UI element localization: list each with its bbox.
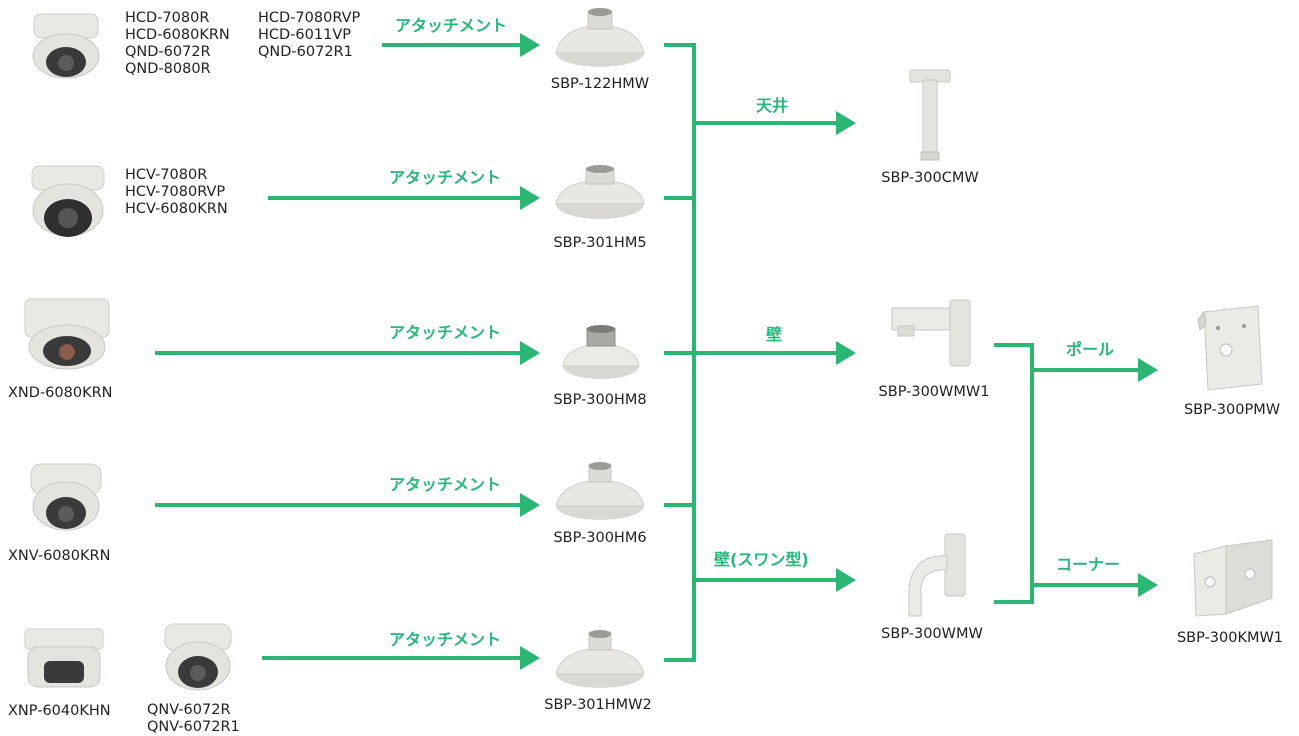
dome-camera-5a-image xyxy=(24,628,104,688)
attach-label-1: アタッチメント xyxy=(395,16,508,35)
camera-2-models: HCV-7080R HCV-7080RVP HCV-6080KRN xyxy=(125,167,228,217)
swan-label: 壁(スワン型) xyxy=(714,550,809,569)
corner-mount-model: SBP-300KMW1 xyxy=(1176,630,1284,646)
wall-mount-model: SBP-300WMW1 xyxy=(878,384,990,400)
swan-mount-model: SBP-300WMW xyxy=(881,626,983,642)
dome-camera-4-image xyxy=(30,463,102,531)
adapter-3-model: SBP-300HM8 xyxy=(553,392,647,408)
camera-5b-models: QNV-6072R QNV-6072R1 xyxy=(147,702,240,735)
attach-label-3: アタッチメント xyxy=(389,323,502,342)
adapter-4-model: SBP-300HM6 xyxy=(553,530,647,546)
swan-mount-image xyxy=(908,533,966,617)
adapter-2-image xyxy=(555,165,645,219)
accessory-bus xyxy=(994,343,1034,604)
adapter-4-image xyxy=(555,462,645,520)
wall-label: 壁 xyxy=(766,325,783,344)
pole-label: ポール xyxy=(1066,340,1115,359)
dome-camera-1-image xyxy=(32,13,100,79)
camera-1-models-col2: HCD-7080RVP HCD-6011VP QND-6072R1 xyxy=(258,10,361,60)
adapter-5-image xyxy=(555,630,645,688)
ceiling-mount-model: SBP-300CMW xyxy=(881,170,979,186)
dome-camera-5b-image xyxy=(164,623,232,691)
dome-camera-3-image xyxy=(24,298,110,370)
pole-mount-image xyxy=(1197,305,1263,391)
corner-label: コーナー xyxy=(1056,555,1121,574)
adapter-1-model: SBP-122HMW xyxy=(550,76,650,92)
pole-mount-model: SBP-300PMW xyxy=(1183,402,1281,418)
adapter-2-model: SBP-301HM5 xyxy=(553,235,647,251)
camera-4-model: XNV-6080KRN xyxy=(8,548,111,564)
dome-camera-2-image xyxy=(31,165,105,237)
adapter-3-image xyxy=(562,325,640,379)
corner-mount-image xyxy=(1193,539,1273,617)
adapter-1-image xyxy=(555,8,645,67)
adapter-5-model: SBP-301HMW2 xyxy=(544,697,652,713)
camera-3-model: XND-6080KRN xyxy=(8,385,113,401)
camera-1-models-col1: HCD-7080R HCD-6080KRN QND-6072R QND-8080… xyxy=(125,10,230,77)
ceiling-mount-image xyxy=(909,69,951,161)
attach-label-5: アタッチメント xyxy=(389,630,502,649)
attach-label-4: アタッチメント xyxy=(389,475,502,494)
attach-label-2: アタッチメント xyxy=(389,168,502,187)
wall-mount-image xyxy=(891,299,971,367)
ceiling-label: 天井 xyxy=(756,96,789,115)
camera-5a-model: XNP-6040KHN xyxy=(8,703,111,719)
